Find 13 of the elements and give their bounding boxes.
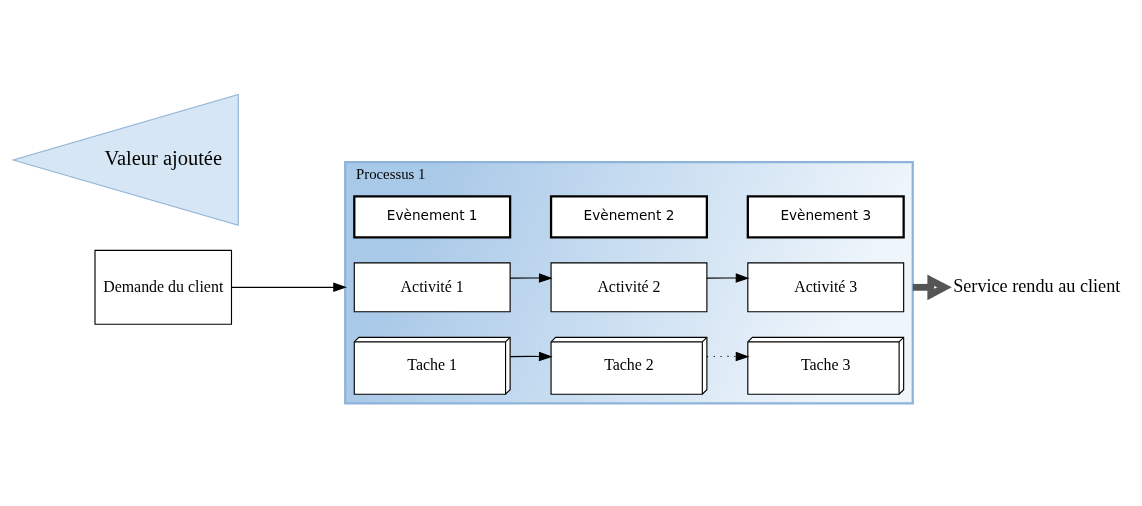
- arrow: [706, 351, 750, 361]
- arrow: [509, 351, 553, 361]
- node-text: Service rendu au client: [953, 275, 1121, 296]
- node-box: Demande du client: [94, 249, 233, 325]
- arrow: [231, 282, 347, 292]
- arrow: [509, 272, 553, 283]
- node-box: Evènement 3: [746, 194, 905, 238]
- node-box: Activité 1: [353, 261, 511, 312]
- arrow: [706, 272, 750, 283]
- node-box: Evènement 2: [549, 194, 708, 238]
- node-box: Activité 2: [550, 261, 708, 312]
- node-box: Activité 3: [747, 261, 905, 312]
- node-box: Evènement 1: [353, 194, 512, 238]
